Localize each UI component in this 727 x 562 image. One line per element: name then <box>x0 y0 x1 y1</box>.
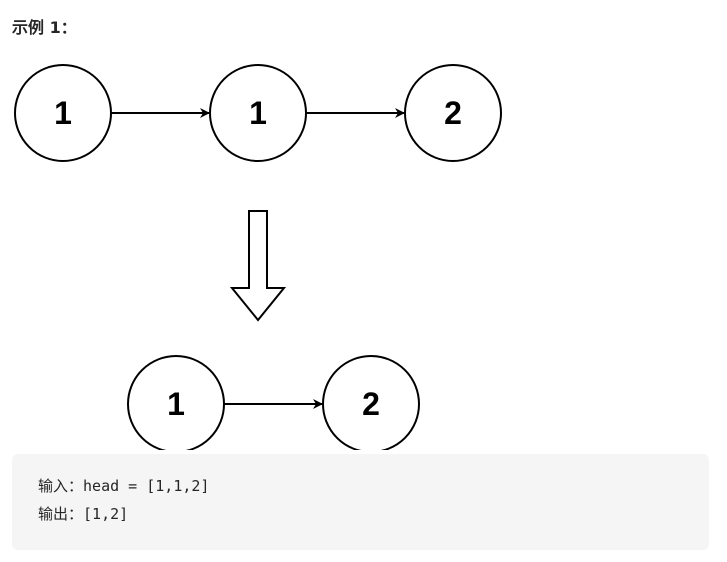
input-label: 输入： <box>38 477 84 495</box>
before-node-2-label: 1 <box>249 95 267 131</box>
output-value: [1,2] <box>83 505 129 523</box>
after-node-2: 2 <box>322 355 420 450</box>
after-node-1: 1 <box>127 355 225 450</box>
input-line: 输入：head = [1,1,2] <box>38 472 683 500</box>
output-line: 输出：[1,2] <box>38 500 683 528</box>
input-value: head = [1,1,2] <box>83 477 210 495</box>
after-node-1-label: 1 <box>167 386 185 422</box>
before-node-3: 2 <box>404 64 502 162</box>
after-node-2-label: 2 <box>362 386 380 422</box>
linked-list-diagram: 1 1 2 1 2 <box>14 64 502 450</box>
before-node-3-label: 2 <box>444 95 462 131</box>
before-node-1-label: 1 <box>54 95 72 131</box>
after-list: 1 2 <box>127 355 420 450</box>
before-node-2: 1 <box>209 64 307 162</box>
example-title: 示例 1： <box>12 18 77 37</box>
example-io-block: 输入：head = [1,1,2] 输出：[1,2] <box>12 454 709 550</box>
before-node-1: 1 <box>14 64 112 162</box>
before-list: 1 1 2 <box>14 64 502 162</box>
transform-down-arrow-icon <box>229 210 287 322</box>
output-label: 输出： <box>38 505 84 523</box>
